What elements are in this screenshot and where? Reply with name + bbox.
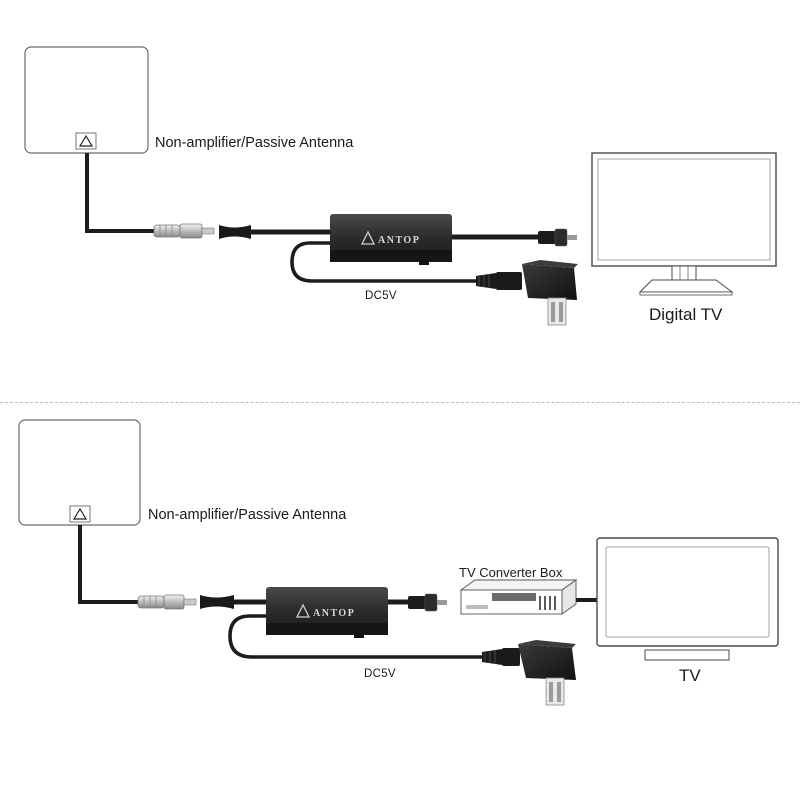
tv-label: Digital TV: [649, 305, 723, 324]
antop-logo-icon: [295, 603, 311, 618]
antenna-cable: [78, 525, 142, 604]
bottom-diagram-drawing: ANTOP: [18, 419, 779, 706]
antenna-cable: [85, 153, 158, 233]
tv-converter-box: [459, 579, 578, 615]
dc-plug-barrel: [482, 649, 502, 665]
antop-logo-icon: [72, 507, 88, 520]
tv: [596, 537, 779, 661]
power-jack: [419, 260, 429, 265]
antop-amplifier: ANTOP: [330, 214, 452, 262]
power-adapter: [522, 260, 578, 326]
converter-box-label: TV Converter Box: [459, 565, 563, 580]
coax-connector: [137, 594, 197, 610]
top-diagram: ANTOP: [24, 46, 777, 326]
power-cable: [228, 614, 484, 659]
amplifier-input-boot: [200, 595, 234, 609]
top-diagram-drawing: ANTOP: [24, 46, 777, 326]
brand-wordmark: ANTOP: [378, 235, 420, 246]
passive-antenna: [18, 419, 141, 526]
antenna-label: Non-amplifier/Passive Antenna: [148, 507, 347, 523]
amplifier-input-boot: [219, 225, 251, 239]
brand-wordmark: ANTOP: [313, 608, 355, 619]
output-connector: [408, 593, 447, 612]
antop-amplifier: ANTOP: [266, 587, 388, 635]
section-divider: [0, 402, 800, 403]
output-connector: [538, 228, 577, 247]
power-label: DC5V: [365, 290, 397, 302]
passive-antenna: [24, 46, 149, 154]
power-adapter: [518, 640, 576, 706]
digital-tv: [591, 152, 777, 296]
antenna-label: Non-amplifier/Passive Antenna: [155, 135, 354, 151]
power-label: DC5V: [364, 668, 396, 680]
power-cable: [290, 241, 478, 283]
tv-label: TV: [679, 666, 701, 685]
antop-logo-icon: [78, 134, 94, 147]
coax-connector: [153, 223, 215, 239]
power-jack: [354, 633, 364, 638]
dc-plug-barrel: [476, 273, 496, 289]
antop-logo-icon: [360, 230, 376, 245]
bottom-diagram: ANTOP: [0, 400, 800, 800]
